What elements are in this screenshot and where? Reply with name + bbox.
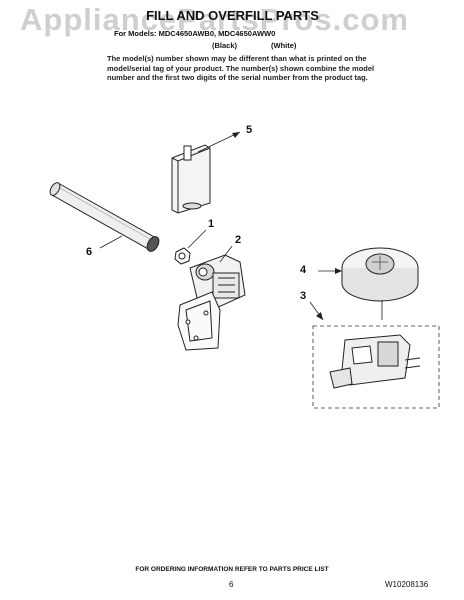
document-number: W10208136 bbox=[385, 580, 429, 589]
leader-4-arrow bbox=[335, 268, 342, 274]
callout-3: 3 bbox=[300, 290, 307, 302]
leader-5 bbox=[197, 131, 241, 153]
overfill-float-part-5 bbox=[171, 144, 211, 214]
callout-4: 4 bbox=[300, 264, 307, 276]
page-title: FILL AND OVERFILL PARTS bbox=[146, 8, 319, 23]
variant-black: (Black) bbox=[212, 41, 238, 50]
float-switch-part-3 bbox=[329, 334, 421, 389]
switch-box bbox=[312, 325, 440, 409]
nut-part-1 bbox=[174, 247, 191, 265]
callout-5: 5 bbox=[246, 124, 253, 136]
float-cap-part-4 bbox=[341, 247, 419, 320]
fill-tube-part-6 bbox=[49, 182, 160, 252]
watermark: AppliancePartsPros.com bbox=[20, 2, 409, 37]
leader-2 bbox=[219, 245, 233, 263]
callout-2: 2 bbox=[235, 234, 242, 246]
leader-6 bbox=[99, 235, 123, 249]
page-number: 6 bbox=[229, 580, 234, 589]
water-valve-part-2 bbox=[177, 254, 246, 351]
leader-5-arrow bbox=[232, 132, 240, 138]
leader-1 bbox=[187, 229, 207, 249]
ordering-info: FOR ORDERING INFORMATION REFER TO PARTS … bbox=[135, 566, 329, 573]
variant-white: (White) bbox=[271, 41, 297, 50]
models-line: For Models: MDC4650AWB0, MDC4650AWW0 bbox=[114, 29, 276, 38]
model-note: The model(s) number shown may be differe… bbox=[107, 54, 375, 82]
leader-3-arrow bbox=[316, 312, 323, 320]
callout-1: 1 bbox=[208, 218, 215, 230]
callout-6: 6 bbox=[86, 246, 93, 258]
